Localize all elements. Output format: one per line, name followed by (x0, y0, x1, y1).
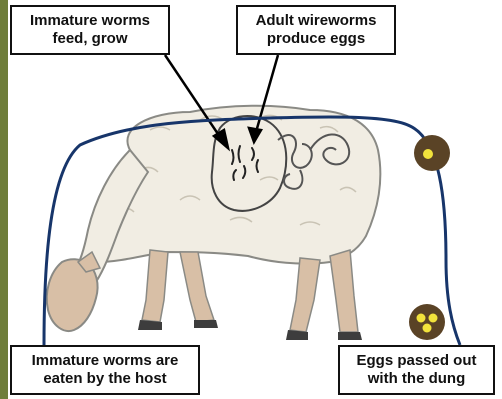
label-eggs-passed: Eggs passed out with the dung (338, 345, 495, 395)
sheep-leg-back-right (330, 250, 358, 332)
label-feed-grow-line1: Immature worms (12, 12, 168, 30)
side-bar (0, 0, 8, 399)
label-feed-grow: Immature worms feed, grow (10, 5, 170, 55)
egg-cluster-icon (409, 304, 445, 340)
sheep-leg-front-right (180, 252, 214, 322)
label-eaten-line2: eaten by the host (12, 370, 198, 388)
sheep-illustration (47, 106, 381, 340)
label-passed-line2: with the dung (340, 370, 493, 388)
label-eaten-line1: Immature worms are (12, 352, 198, 370)
label-adult-line1: Adult wireworms (238, 12, 394, 30)
label-adult-wireworms: Adult wireworms produce eggs (236, 5, 396, 55)
sheep-leg-front-left (142, 250, 168, 322)
sheep-leg-back-left (290, 258, 320, 332)
label-adult-line2: produce eggs (238, 30, 394, 48)
label-passed-line1: Eggs passed out (340, 352, 493, 370)
label-eaten-by-host: Immature worms are eaten by the host (10, 345, 200, 395)
egg-single-icon (414, 135, 450, 171)
label-feed-grow-line2: feed, grow (12, 30, 168, 48)
